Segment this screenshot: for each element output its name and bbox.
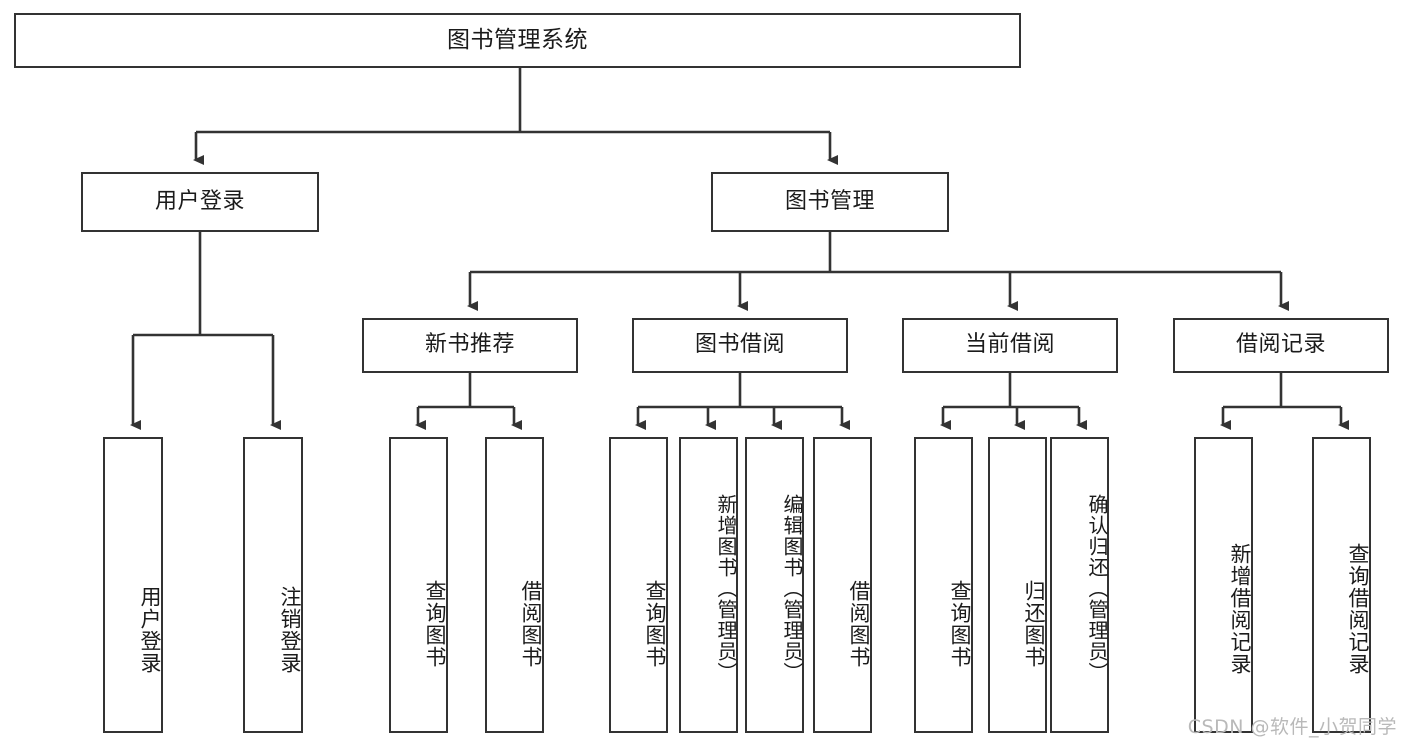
watermark-text: CSDN @软件_小贺同学 — [1187, 716, 1397, 738]
leaf-borrow-book-2[interactable]: 借阅图书 — [813, 437, 872, 733]
node-new-book-recommend-label: 新书推荐 — [424, 332, 515, 358]
leaf-add-book[interactable]: 新增图书（管理员） — [679, 437, 738, 733]
node-current-borrow[interactable]: 当前借阅 — [902, 318, 1118, 373]
leaf-borrow-book-1-label: 借阅图书 — [519, 580, 543, 668]
leaf-confirm-return-label: 确认归还（管理员） — [1085, 493, 1109, 683]
leaf-return-book[interactable]: 归还图书 — [988, 437, 1047, 733]
node-new-book-recommend[interactable]: 新书推荐 — [362, 318, 578, 373]
leaf-query-book-1-label: 查询图书 — [423, 580, 447, 668]
leaf-user-login-label: 用户登录 — [138, 586, 162, 674]
node-borrow-record-label: 借阅记录 — [1235, 332, 1326, 358]
leaf-add-record-label: 新增借阅记录 — [1228, 543, 1252, 675]
leaf-logout[interactable]: 注销登录 — [243, 437, 303, 733]
node-user-login-label: 用户登录 — [154, 188, 245, 214]
leaf-query-record-label: 查询借阅记录 — [1346, 543, 1370, 675]
leaf-add-record[interactable]: 新增借阅记录 — [1194, 437, 1253, 733]
leaf-logout-label: 注销登录 — [278, 586, 302, 674]
node-book-borrow[interactable]: 图书借阅 — [632, 318, 848, 373]
leaf-borrow-book-2-label: 借阅图书 — [847, 580, 871, 668]
node-current-borrow-label: 当前借阅 — [964, 332, 1055, 358]
leaf-add-book-label: 新增图书（管理员） — [714, 493, 738, 683]
leaf-borrow-book-1[interactable]: 借阅图书 — [485, 437, 544, 733]
leaf-query-book-2[interactable]: 查询图书 — [609, 437, 668, 733]
leaf-confirm-return[interactable]: 确认归还（管理员） — [1050, 437, 1109, 733]
leaf-query-book-1[interactable]: 查询图书 — [389, 437, 448, 733]
node-borrow-record[interactable]: 借阅记录 — [1173, 318, 1389, 373]
leaf-user-login[interactable]: 用户登录 — [103, 437, 163, 733]
node-root-label: 图书管理系统 — [447, 26, 588, 53]
leaf-query-record[interactable]: 查询借阅记录 — [1312, 437, 1371, 733]
leaf-edit-book[interactable]: 编辑图书（管理员） — [745, 437, 804, 733]
node-book-manage-label: 图书管理 — [784, 188, 875, 214]
node-user-login[interactable]: 用户登录 — [81, 172, 319, 232]
node-book-manage[interactable]: 图书管理 — [711, 172, 949, 232]
leaf-edit-book-label: 编辑图书（管理员） — [780, 493, 804, 683]
leaf-query-book-3[interactable]: 查询图书 — [914, 437, 973, 733]
leaf-query-book-2-label: 查询图书 — [643, 580, 667, 668]
leaf-return-book-label: 归还图书 — [1022, 580, 1046, 668]
node-root[interactable]: 图书管理系统 — [14, 13, 1021, 68]
leaf-query-book-3-label: 查询图书 — [948, 580, 972, 668]
node-book-borrow-label: 图书借阅 — [694, 332, 785, 358]
